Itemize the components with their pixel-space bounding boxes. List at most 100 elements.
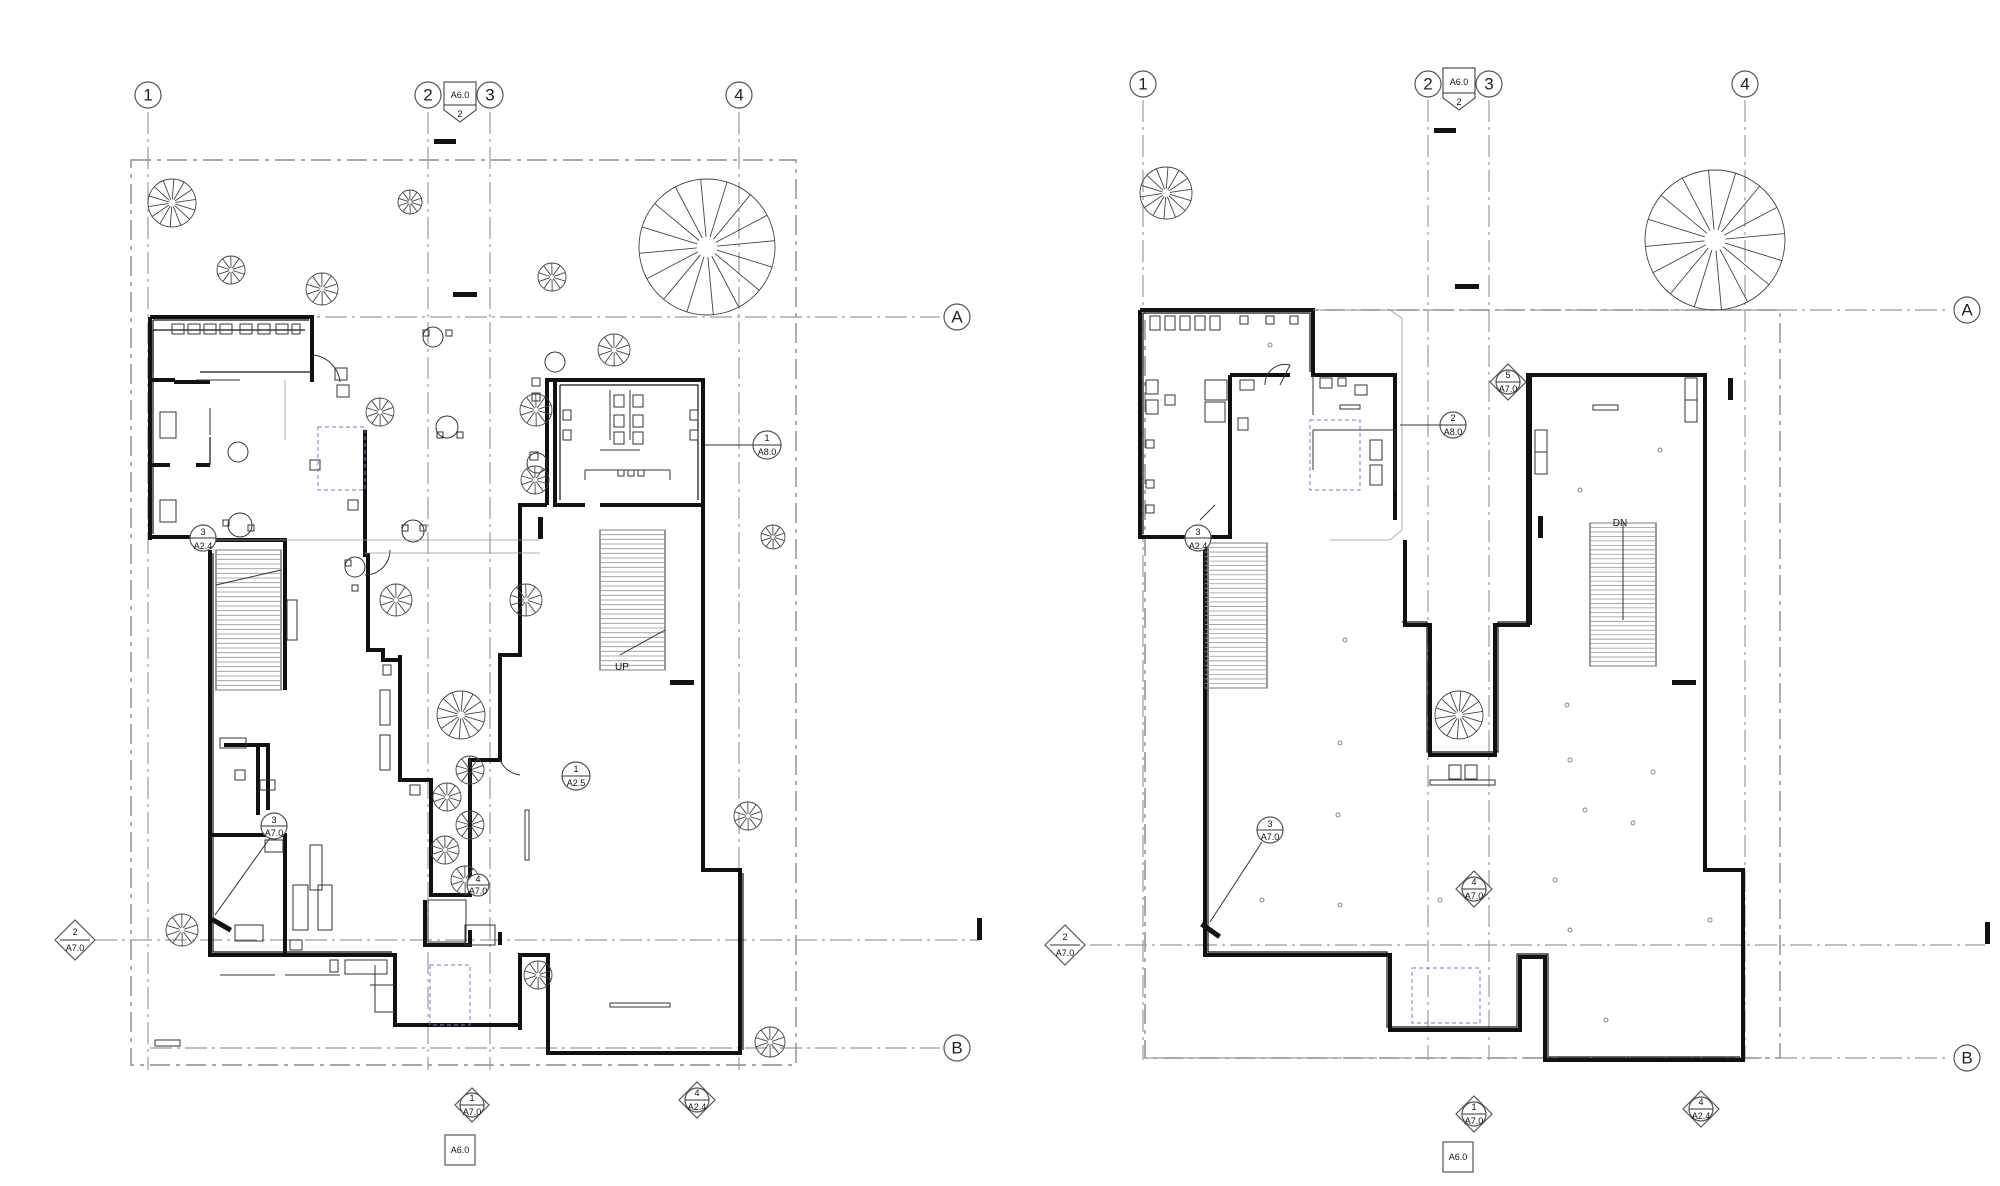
tree-icon <box>165 913 199 947</box>
svg-text:2: 2 <box>423 86 432 105</box>
svg-text:A7.0: A7.0 <box>1056 948 1075 958</box>
svg-text:A7.0: A7.0 <box>265 828 284 838</box>
section-tag-bottom: A6.0 <box>444 1134 476 1166</box>
svg-text:2: 2 <box>1423 75 1432 94</box>
tree-icon <box>597 333 631 367</box>
svg-text:A2.4: A2.4 <box>688 1102 707 1112</box>
svg-text:1: 1 <box>764 433 769 443</box>
tree-icon <box>509 583 543 617</box>
tree-icon <box>432 782 462 812</box>
grid-bubble-col-1: 1 <box>134 81 162 109</box>
svg-text:3: 3 <box>200 527 205 537</box>
grid-bubble-col-4: 4 <box>1731 70 1759 98</box>
svg-text:1: 1 <box>469 1093 474 1103</box>
tree-icon <box>1434 690 1484 740</box>
svg-text:A6.0: A6.0 <box>451 1145 470 1155</box>
svg-text:A6.0: A6.0 <box>1449 1152 1468 1162</box>
svg-text:3: 3 <box>1195 527 1200 537</box>
tree-icon <box>216 255 246 285</box>
svg-text:A2.4: A2.4 <box>1692 1111 1711 1121</box>
tree-icon <box>760 524 786 550</box>
section-marker-top: A6.0 2 <box>434 81 477 144</box>
svg-text:1: 1 <box>573 764 578 774</box>
tree-icon <box>147 178 197 228</box>
section-cut-mark <box>538 517 543 539</box>
svg-text:A2.5: A2.5 <box>567 778 586 788</box>
stair-right-left <box>1204 542 1268 689</box>
cafe-tables <box>222 326 566 592</box>
callout-3-A7.0: 3 A7.0 <box>210 812 288 933</box>
svg-text:3: 3 <box>1267 819 1272 829</box>
svg-text:A7.0: A7.0 <box>1465 891 1484 901</box>
svg-text:B: B <box>951 1039 962 1058</box>
svg-text:5: 5 <box>1505 370 1510 380</box>
plan-right: 1 2 3 4 A B A6.0 2 <box>1044 67 1990 1173</box>
skylight-outline <box>1309 419 1361 491</box>
callout-1-A7.0: 1 A7.0 <box>454 1087 490 1123</box>
tree-icon <box>430 835 460 865</box>
svg-text:UP: UP <box>615 662 629 673</box>
landscape-trees <box>1139 166 1786 740</box>
grid-lines <box>1090 100 1985 1060</box>
svg-text:1: 1 <box>1138 75 1147 94</box>
tree-icon <box>365 397 395 427</box>
tree-icon <box>397 189 423 215</box>
section-marker-top: A6.0 2 <box>1434 67 1476 133</box>
svg-text:2: 2 <box>1456 97 1461 107</box>
section-cut-mark <box>1538 516 1543 538</box>
svg-text:2: 2 <box>72 927 77 937</box>
svg-text:A6.0: A6.0 <box>1450 77 1469 87</box>
svg-text:A8.0: A8.0 <box>1444 427 1463 437</box>
callout-5-A7.0: 5 A7.0 <box>1489 363 1527 401</box>
svg-text:4: 4 <box>1698 1097 1703 1107</box>
svg-text:A7.0: A7.0 <box>1465 1116 1484 1126</box>
tree-icon <box>455 755 485 785</box>
exterior-wall <box>1138 308 1397 539</box>
callout-3-A7.0: 3 A7.0 <box>1200 816 1284 939</box>
stair-down: DN <box>1589 518 1657 667</box>
plan-left: 1 2 3 4 A B A6.0 2 <box>54 81 982 1166</box>
tree-icon <box>455 810 485 840</box>
skylight-outline <box>1411 967 1481 1024</box>
svg-text:A7.0: A7.0 <box>66 943 85 953</box>
svg-text:A7.0: A7.0 <box>469 886 488 896</box>
svg-text:4: 4 <box>1471 877 1476 887</box>
ceiling-points <box>1259 342 1713 1023</box>
svg-text:3: 3 <box>485 86 494 105</box>
interior-fixtures <box>154 354 671 1047</box>
svg-text:2: 2 <box>457 109 462 119</box>
section-cut-mark <box>453 292 477 297</box>
grid-bubble-col-2: 2 <box>414 81 442 109</box>
callout-3-A2.4: 3 A2.4 <box>189 524 217 552</box>
tree-icon <box>519 393 553 427</box>
tree-icon <box>1139 166 1193 220</box>
svg-text:A8.0: A8.0 <box>758 447 777 457</box>
section-cut-mark <box>1672 680 1696 685</box>
tree-icon <box>1644 169 1786 311</box>
grid-bubble-col-3: 3 <box>1475 70 1503 98</box>
exterior-wall <box>1203 373 1745 1062</box>
tree-icon <box>520 465 550 495</box>
grid-bubble-col-4: 4 <box>725 81 753 109</box>
grid-bubble-row-B: B <box>943 1034 971 1062</box>
tree-icon <box>733 801 763 831</box>
callout-4-A2.4: 4 A2.4 <box>1682 1090 1720 1128</box>
grid-bubble-row-B: B <box>1953 1044 1981 1072</box>
svg-text:4: 4 <box>734 86 743 105</box>
tree-icon <box>537 262 567 292</box>
svg-text:4: 4 <box>694 1088 699 1098</box>
callout-1-A7.0: 1 A7.0 <box>1455 1095 1493 1133</box>
grid-bubble-col-1: 1 <box>1129 70 1157 98</box>
tree-icon <box>523 960 553 990</box>
svg-text:A7.0: A7.0 <box>1261 832 1280 842</box>
section-tag-bottom: A6.0 <box>1442 1141 1474 1173</box>
skylight-outline <box>429 964 471 1026</box>
svg-text:4: 4 <box>1740 75 1749 94</box>
svg-text:3: 3 <box>271 815 276 825</box>
tree-icon <box>379 583 413 617</box>
svg-text:DN: DN <box>1613 518 1627 529</box>
tree-icon <box>436 690 486 740</box>
svg-text:A7.0: A7.0 <box>463 1107 482 1117</box>
property-line <box>130 159 797 1066</box>
stair-up: UP <box>599 529 666 673</box>
